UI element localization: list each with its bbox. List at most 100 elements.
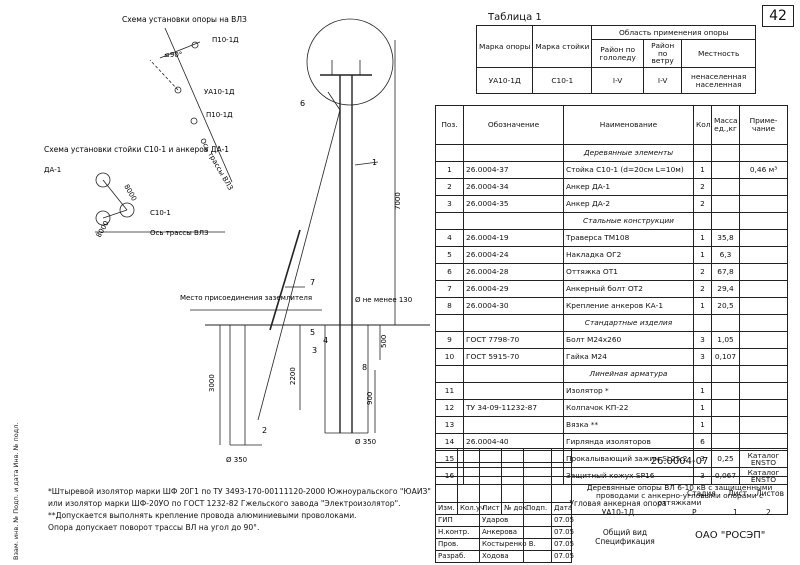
stage-value: Р [692, 508, 697, 517]
spec-cell-note [739, 382, 788, 400]
spec-cell-designation: 26.0004-28 [463, 263, 564, 281]
spec-cell-qty: 1 [693, 382, 712, 400]
spec-section-row: Стандартные изделия [435, 314, 788, 332]
spec-cell-qty: 1 [693, 161, 712, 179]
callout-6: 6 [300, 99, 305, 108]
page-number: 42 [762, 5, 794, 27]
spec-cell-mass: 20,5 [711, 297, 740, 315]
spec-cell-qty: 2 [693, 263, 712, 281]
t1-col-locality: Местность [681, 39, 756, 68]
spec-cell-name: Болт М24х260 [563, 331, 694, 349]
label-d350-b: Ø 350 [355, 438, 376, 446]
spec-header-designation: Обозначение [463, 105, 564, 145]
spec-cell-name: Анкер ДА-1 [563, 178, 694, 196]
note-line: или изолятор марки ШФ-20УО по ГОСТ 1232-… [48, 499, 401, 508]
spec-cell-note [739, 280, 788, 298]
spec-cell-pos: 12 [435, 399, 464, 417]
spec-cell-note [739, 246, 788, 264]
person-name: Ударов [479, 514, 524, 527]
spec-cell-name: Накладка ОГ2 [563, 246, 694, 264]
label-axis-vlz-2: Ось трассы ВЛЗ [150, 229, 209, 237]
sheet-value: 1 [733, 508, 738, 517]
spec-cell-mass: 1,05 [711, 331, 740, 349]
spec-cell-mass: 6,3 [711, 246, 740, 264]
spec-cell-name: Стойка С10-1 (d=20см L=10м) [563, 161, 694, 179]
spec-cell-note [739, 416, 788, 434]
person-sig [523, 550, 552, 563]
person-name: Анкерова [479, 526, 524, 539]
label-angle: ≤90° [164, 51, 182, 59]
spec-cell-name: Крепление анкеров КА-1 [563, 297, 694, 315]
t1-col-mark-pole: Марка опоры [475, 25, 534, 68]
spec-cell-qty: 1 [693, 399, 712, 417]
note-line: **Допускается выполнять крепление провод… [48, 511, 357, 520]
spec-cell-name: Изолятор * [563, 382, 694, 400]
spec-cell-name: Траверса ТМ108 [563, 229, 694, 247]
anchor-da1-marker [95, 172, 111, 188]
spec-section-row: Стальные конструкции [435, 212, 788, 230]
spec-cell-designation: ТУ 34-09-11232-87 [463, 399, 564, 417]
anchor-da1-marker-2 [95, 210, 111, 226]
t1-col-ice: Район по гололеду [591, 39, 645, 68]
spec-section-row: Линейная арматура [435, 365, 788, 383]
spec-cell-mass [711, 416, 740, 434]
t1-cell-ice: I-V [591, 67, 645, 94]
sheets-label: Листов [756, 489, 785, 498]
note-line: Опора допускает поворот трассы ВЛ на уго… [48, 523, 260, 532]
view-title: Общий вид Спецификация [595, 528, 655, 546]
organization: ОАО "РОСЭП" [695, 530, 766, 541]
change-header-cell: Кол.уч [457, 502, 484, 515]
spec-cell-qty: 1 [693, 246, 712, 264]
spec-cell-mass [711, 195, 740, 213]
callout-2: 2 [262, 426, 267, 435]
spec-cell-name: Вязка ** [563, 416, 694, 434]
rack-c10-marker [119, 202, 135, 218]
spec-cell-qty: 3 [693, 331, 712, 349]
person-role: ГИП [435, 514, 480, 527]
spec-section-title: Стальные конструкции [563, 212, 694, 230]
spec-cell-mass: 29,4 [711, 280, 740, 298]
spec-cell-pos: 13 [435, 416, 464, 434]
spec-cell-designation: 26.0004-30 [463, 297, 564, 315]
specification-table: Поз. Обозначение Наименование Кол. Масса… [435, 105, 788, 485]
spec-cell-pos: 11 [435, 382, 464, 400]
label-2200: 2200 [289, 367, 297, 385]
label-p10-bottom: П10-1Д [206, 111, 233, 119]
spec-cell-mass [711, 161, 740, 179]
spec-cell-name: Гайка М24 [563, 348, 694, 366]
table1-title: Таблица 1 [488, 12, 542, 23]
spec-cell-mass: 35,8 [711, 229, 740, 247]
spec-cell-pos: 7 [435, 280, 464, 298]
t1-cell-mark-rack: С10-1 [532, 67, 593, 94]
spec-cell-designation [463, 382, 564, 400]
spec-cell-note [739, 229, 788, 247]
spec-cell-qty: 1 [693, 297, 712, 315]
detail-circle [306, 18, 394, 106]
label-dia-min: Ø не менее 130 [355, 296, 412, 304]
spec-cell-designation: 26.0004-34 [463, 178, 564, 196]
callout-8: 8 [362, 363, 367, 372]
t1-col-wind: Район по ветру [643, 39, 683, 68]
spec-header-name: Наименование [563, 105, 694, 145]
t1-col-application: Область применения опоры [591, 25, 756, 40]
label-3000: 3000 [208, 374, 216, 392]
scheme1-title: Схема установки опоры на ВЛЗ [122, 15, 247, 24]
t1-cell-locality: ненаселенная населенная [681, 67, 756, 94]
label-d350-a: Ø 350 [226, 456, 247, 464]
label-ground: Место присоединения заземлителя [180, 294, 312, 302]
change-header-cell: Лист [479, 502, 502, 515]
scheme1-axis-line [164, 27, 233, 183]
t1-col-mark-rack: Марка стойки [532, 25, 593, 68]
spec-header-qty: Кол. [693, 105, 713, 145]
spec-cell-designation: ГОСТ 5915-70 [463, 348, 564, 366]
label-da1: ДА-1 [44, 166, 61, 174]
label-c10: С10-1 [150, 209, 171, 217]
spec-cell-designation: 26.0004-24 [463, 246, 564, 264]
spec-cell-name: Оттяжка ОТ1 [563, 263, 694, 281]
